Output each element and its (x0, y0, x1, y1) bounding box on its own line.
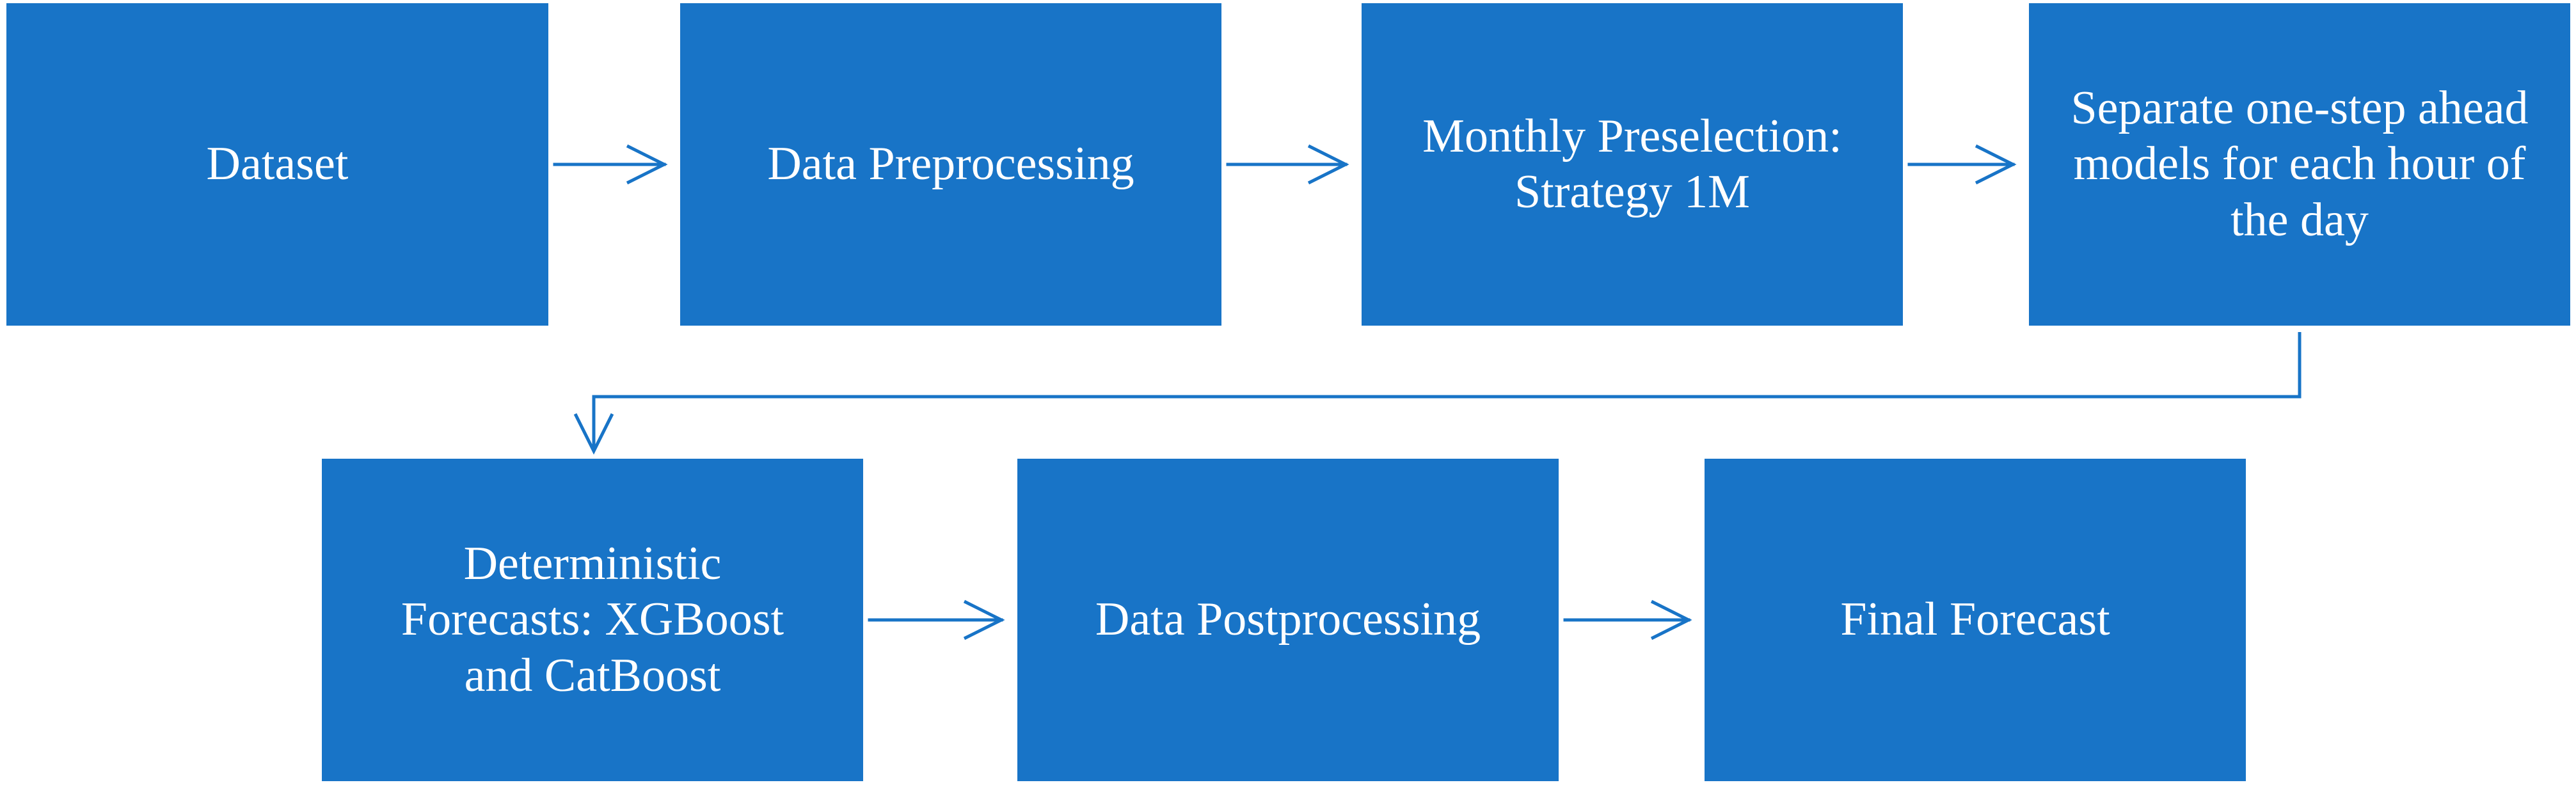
arrow-monthly-preselection-to-separate-models-head (1975, 144, 2017, 185)
separate-models-label: Separate one-step ahead models for each … (2071, 82, 2529, 246)
arrow-data-preprocessing-to-monthly-preselection-head (1307, 144, 1349, 185)
arrow-separate-models-to-deterministic-forecasts-head (573, 413, 614, 455)
final-forecast-label: Final Forecast (1840, 593, 2110, 646)
arrow-data-postprocessing-to-final-forecast-head (1650, 599, 1692, 640)
data-preprocessing-label: Data Preprocessing (767, 138, 1134, 191)
dataset-label: Dataset (206, 138, 349, 191)
arrow-dataset-to-data-preprocessing-head (626, 144, 668, 185)
deterministic-forecasts-label: Deterministic Forecasts: XGBoost and Cat… (401, 537, 784, 702)
arrow-separate-models-to-deterministic-forecasts (592, 332, 2302, 451)
dataset-box: Dataset (6, 3, 548, 326)
deterministic-forecasts-box: Deterministic Forecasts: XGBoost and Cat… (322, 459, 863, 781)
monthly-preselection-box: Monthly Preselection: Strategy 1M (1362, 3, 1903, 326)
final-forecast-box: Final Forecast (1705, 459, 2246, 781)
edge-layer (553, 144, 2302, 640)
monthly-preselection-label: Monthly Preselection: Strategy 1M (1422, 109, 1842, 218)
data-preprocessing-box: Data Preprocessing (680, 3, 1221, 326)
data-postprocessing-label: Data Postprocessing (1095, 593, 1481, 646)
data-postprocessing-box: Data Postprocessing (1017, 459, 1559, 781)
arrow-deterministic-forecasts-to-data-postprocessing-head (963, 599, 1005, 640)
separate-models-box: Separate one-step ahead models for each … (2029, 3, 2570, 326)
